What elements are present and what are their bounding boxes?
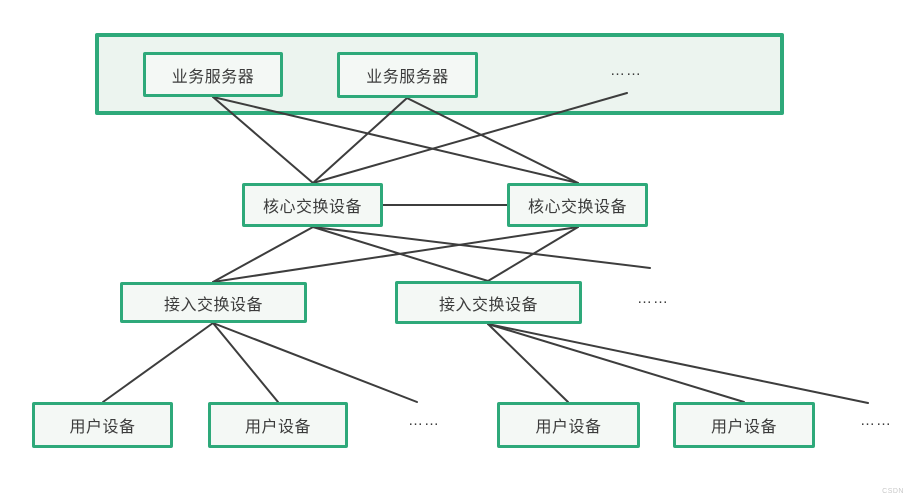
edge-core-switch-2--access-switch-2 — [487, 226, 579, 282]
node-user-device-2: 用户设备 — [208, 402, 348, 448]
edge-server-ellipsis--core-switch-1 — [312, 92, 628, 184]
node-core-switch-1: 核心交换设备 — [242, 183, 383, 227]
node-user-device-4: 用户设备 — [673, 402, 815, 448]
edge-access-switch-2--user-ellipsis-2 — [487, 323, 869, 404]
edge-access-switch-1--user-device-1 — [102, 322, 214, 403]
node-label: 用户设备 — [535, 419, 602, 436]
user-ellipsis-1: …… — [408, 412, 440, 429]
edge-access-switch-1--user-device-2 — [212, 322, 279, 403]
node-label: 业务服务器 — [366, 69, 449, 86]
edge-core-switch-2--access-switch-1 — [212, 226, 579, 283]
node-label: 用户设备 — [710, 419, 777, 436]
watermark: CSDN — [882, 488, 904, 495]
edge-core-switch-1--access-switch-1 — [212, 226, 314, 283]
node-label: 业务服务器 — [171, 68, 255, 86]
node-user-device-1: 用户设备 — [32, 402, 173, 448]
node-server-2: 业务服务器 — [337, 52, 478, 98]
node-label: 核心交换设备 — [262, 199, 362, 216]
node-access-switch-2: 接入交换设备 — [395, 281, 582, 324]
node-label: 用户设备 — [69, 419, 136, 436]
edge-access-switch-1--user-ellipsis-1 — [212, 322, 418, 403]
access-ellipsis: …… — [637, 290, 669, 307]
node-label: 接入交换设备 — [163, 296, 263, 314]
edge-server-1--core-switch-2 — [212, 96, 579, 184]
node-label: 用户设备 — [244, 419, 311, 436]
node-label: 核心交换设备 — [527, 199, 627, 216]
node-label: 接入交换设备 — [438, 296, 538, 314]
node-access-switch-1: 接入交换设备 — [120, 282, 307, 323]
user-ellipsis-2: …… — [860, 412, 892, 429]
server-ellipsis: …… — [610, 62, 642, 79]
edge-server-2--core-switch-1 — [312, 97, 408, 184]
node-user-device-3: 用户设备 — [497, 402, 640, 448]
edge-core-switch-1--access-ellipsis — [312, 226, 651, 269]
node-core-switch-2: 核心交换设备 — [507, 183, 648, 227]
edge-access-switch-2--user-device-4 — [487, 323, 745, 403]
node-server-1: 业务服务器 — [143, 52, 283, 97]
edge-access-switch-2--user-device-3 — [487, 323, 569, 403]
edge-server-2--core-switch-2 — [406, 97, 579, 184]
edge-server-1--core-switch-1 — [212, 96, 314, 184]
